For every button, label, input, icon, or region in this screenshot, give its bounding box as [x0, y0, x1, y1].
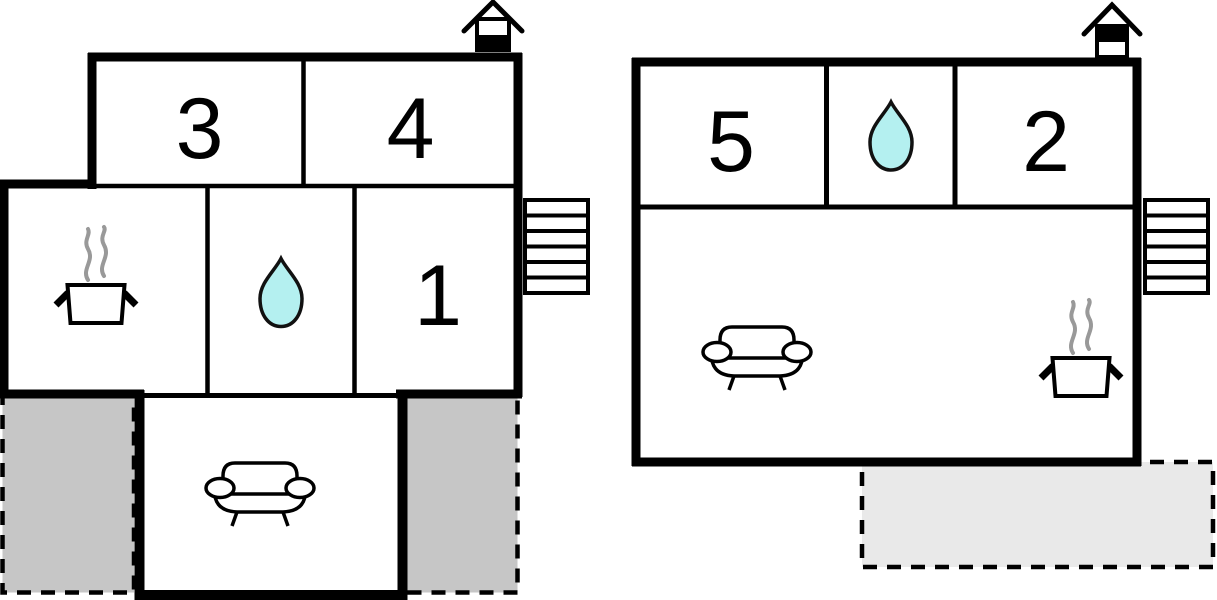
room-1-label: 1 [414, 248, 462, 344]
room-4-label: 4 [387, 81, 435, 177]
room-5-label: 5 [707, 94, 755, 190]
house-orientation-icon-ground [461, 0, 525, 52]
cooking-pot-icon [1038, 298, 1124, 398]
room-living-kitchen [640, 210, 1133, 458]
sofa-icon [701, 325, 813, 391]
water-drop-icon [868, 98, 914, 172]
building-left: 3 4 1 [0, 0, 590, 600]
sofa-icon [204, 461, 316, 527]
stairs-icon [1143, 198, 1210, 295]
cooking-pot-icon [53, 225, 139, 325]
room-2-label: 2 [1022, 94, 1070, 190]
water-drop-icon [258, 254, 304, 329]
terrace-bottom [859, 459, 1216, 570]
terrace-left [0, 392, 137, 595]
building-right: 5 2 [631, 1, 1216, 570]
stairs-icon [523, 198, 590, 295]
house-orientation-icon-upper [1081, 1, 1143, 59]
terrace-right [400, 392, 520, 595]
room-3-label: 3 [176, 81, 224, 177]
